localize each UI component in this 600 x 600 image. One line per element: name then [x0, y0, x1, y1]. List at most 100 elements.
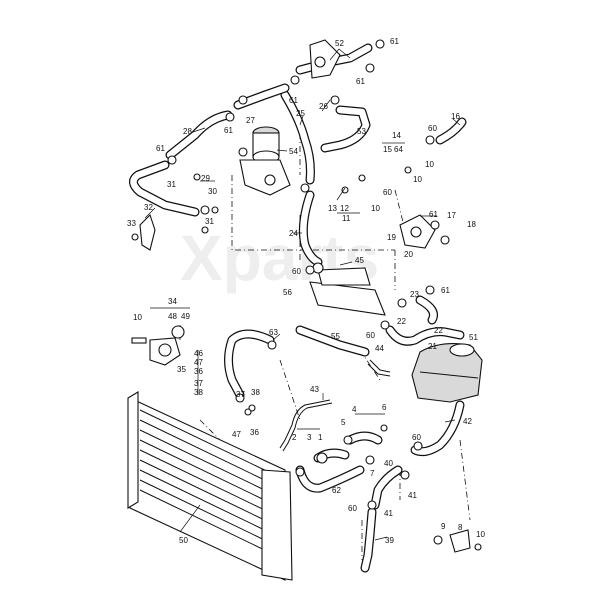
callout-38: 38 — [194, 388, 203, 397]
pipe-left-loop — [129, 160, 200, 217]
callout-63: 63 — [269, 328, 278, 337]
callout-49: 49 — [181, 312, 190, 321]
callout-60: 60 — [348, 504, 357, 513]
callout-28: 28 — [183, 127, 192, 136]
callout-24: 24 — [289, 229, 298, 238]
callout-29: 29 — [201, 174, 210, 183]
callout-17: 17 — [447, 211, 456, 220]
callout-61: 61 — [356, 77, 365, 86]
clamps — [131, 39, 482, 551]
callout-64: 64 — [394, 145, 403, 154]
hose-40 — [370, 465, 403, 510]
thermostat-housing-54 — [238, 126, 291, 196]
callout-40: 40 — [384, 459, 393, 468]
water-pump-34 — [149, 325, 185, 366]
callout-11: 11 — [342, 214, 351, 223]
callout-6: 6 — [382, 403, 387, 412]
callout-12: 12 — [340, 204, 349, 213]
callout-33: 33 — [127, 219, 136, 228]
callout-41: 41 — [384, 509, 393, 518]
callout-14: 14 — [392, 131, 401, 140]
callout-61: 61 — [429, 210, 438, 219]
callout-37: 37 — [194, 379, 203, 388]
callout-43: 43 — [310, 385, 319, 394]
callout-10: 10 — [133, 313, 142, 322]
callout-53: 53 — [357, 127, 366, 136]
callout-18: 18 — [467, 220, 476, 229]
hose-25 — [280, 90, 315, 185]
hose-39 — [360, 507, 377, 573]
callout-34: 34 — [168, 297, 177, 306]
hose-28 — [165, 110, 233, 160]
callout-60: 60 — [366, 331, 375, 340]
callout-51: 51 — [469, 333, 478, 342]
oil-cooler-56 — [309, 262, 386, 316]
callout-48: 48 — [168, 312, 177, 321]
callout-19: 19 — [387, 233, 396, 242]
callout-10: 10 — [425, 160, 434, 169]
pipe-44 — [367, 359, 391, 377]
callout-5: 5 — [341, 418, 346, 427]
callout-16: 16 — [451, 112, 460, 121]
callout-56: 56 — [283, 288, 292, 297]
callout-31: 31 — [205, 217, 214, 226]
callout-61: 61 — [156, 144, 165, 153]
callout-39: 39 — [385, 536, 394, 545]
flange-8 — [433, 529, 471, 553]
callout-1: 1 — [318, 433, 323, 442]
hose-46-large — [224, 329, 275, 400]
callout-8: 8 — [458, 523, 463, 532]
callout-45: 45 — [355, 256, 364, 265]
radiator-50 — [127, 391, 293, 581]
callout-36: 36 — [250, 428, 259, 437]
callout-44: 44 — [375, 344, 384, 353]
callout-62: 62 — [332, 486, 341, 495]
pipe-55 — [295, 325, 370, 357]
sensor-10 — [131, 337, 147, 344]
hose-16 — [435, 117, 467, 145]
callout-42: 42 — [463, 417, 472, 426]
hose-24 — [298, 190, 323, 267]
hose-53 — [320, 105, 371, 153]
callout-60: 60 — [428, 124, 437, 133]
callout-22: 22 — [434, 326, 443, 335]
callout-46: 46 — [194, 349, 203, 358]
callout-36: 36 — [194, 367, 203, 376]
callout-60: 60 — [292, 267, 301, 276]
callout-47: 47 — [194, 358, 203, 367]
callout-9: 9 — [441, 522, 446, 531]
hose-42 — [410, 400, 465, 457]
callout-26: 26 — [319, 102, 328, 111]
callout-60: 60 — [412, 433, 421, 442]
callout-37: 37 — [236, 390, 245, 399]
pipe-43 — [279, 399, 333, 452]
callout-15: 15 — [383, 145, 392, 154]
connector-52-upper — [309, 39, 341, 79]
hose-21 — [415, 295, 438, 325]
callout-22: 22 — [397, 317, 406, 326]
callout-3: 3 — [307, 433, 312, 442]
hose-5 — [345, 431, 383, 445]
callout-7: 7 — [370, 469, 375, 478]
callout-60: 60 — [383, 188, 392, 197]
hose-22 — [385, 325, 465, 346]
callout-55: 55 — [331, 332, 340, 341]
callout-25: 25 — [296, 109, 305, 118]
flange-17 — [399, 214, 436, 249]
leader-lines — [144, 48, 461, 541]
callout-21: 21 — [428, 342, 437, 351]
callout-2: 2 — [292, 433, 297, 442]
callout-61: 61 — [390, 37, 399, 46]
expansion-tank-51 — [411, 343, 483, 403]
callout-31: 31 — [167, 180, 176, 189]
callout-35: 35 — [177, 365, 186, 374]
callout-47: 47 — [232, 430, 241, 439]
bracket-32 — [139, 213, 156, 251]
callout-23: 23 — [410, 290, 419, 299]
callout-32: 32 — [144, 203, 153, 212]
callout-13: 13 — [328, 204, 337, 213]
callout-4: 4 — [352, 405, 357, 414]
callout-54: 54 — [289, 147, 298, 156]
callout-labels: 61 52 61 61 27 26 25 28 61 61 53 54 16 1… — [127, 37, 485, 545]
